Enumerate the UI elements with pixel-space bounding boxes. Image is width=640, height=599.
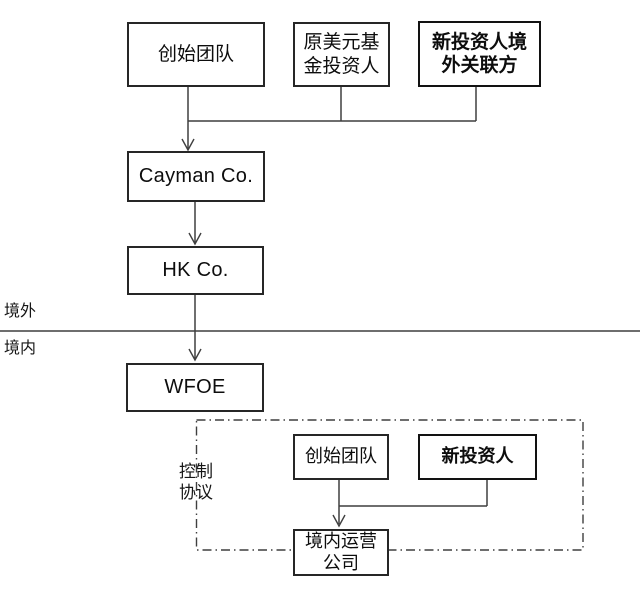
arrowhead-into-hk <box>188 232 202 246</box>
domestic-operating-company-box: 境内运营 公司 <box>293 529 389 576</box>
offshore-label: 境外 <box>4 303 37 320</box>
new-investor-box: 新投资人 <box>418 434 537 480</box>
arrowhead-into-wfoe <box>188 348 202 362</box>
control-agreement-label: 控制 协议 <box>179 462 213 503</box>
new-investor-offshore-affiliate-box: 新投资人境 外关联方 <box>418 21 541 87</box>
founding-team-box: 创始团队 <box>127 22 265 87</box>
arrowhead-into-cayman <box>181 138 195 152</box>
onshore-label: 境内 <box>4 340 37 357</box>
control-agreement-dashed-region <box>195 419 584 551</box>
arrowhead-into-opco <box>332 514 346 528</box>
cayman-co-box: Cayman Co. <box>127 151 265 202</box>
founding-team-inner-box: 创始团队 <box>293 434 389 480</box>
usd-fund-investors-box: 原美元基 金投资人 <box>293 22 390 87</box>
wfoe-box: WFOE <box>126 363 264 412</box>
hk-co-box: HK Co. <box>127 246 264 295</box>
